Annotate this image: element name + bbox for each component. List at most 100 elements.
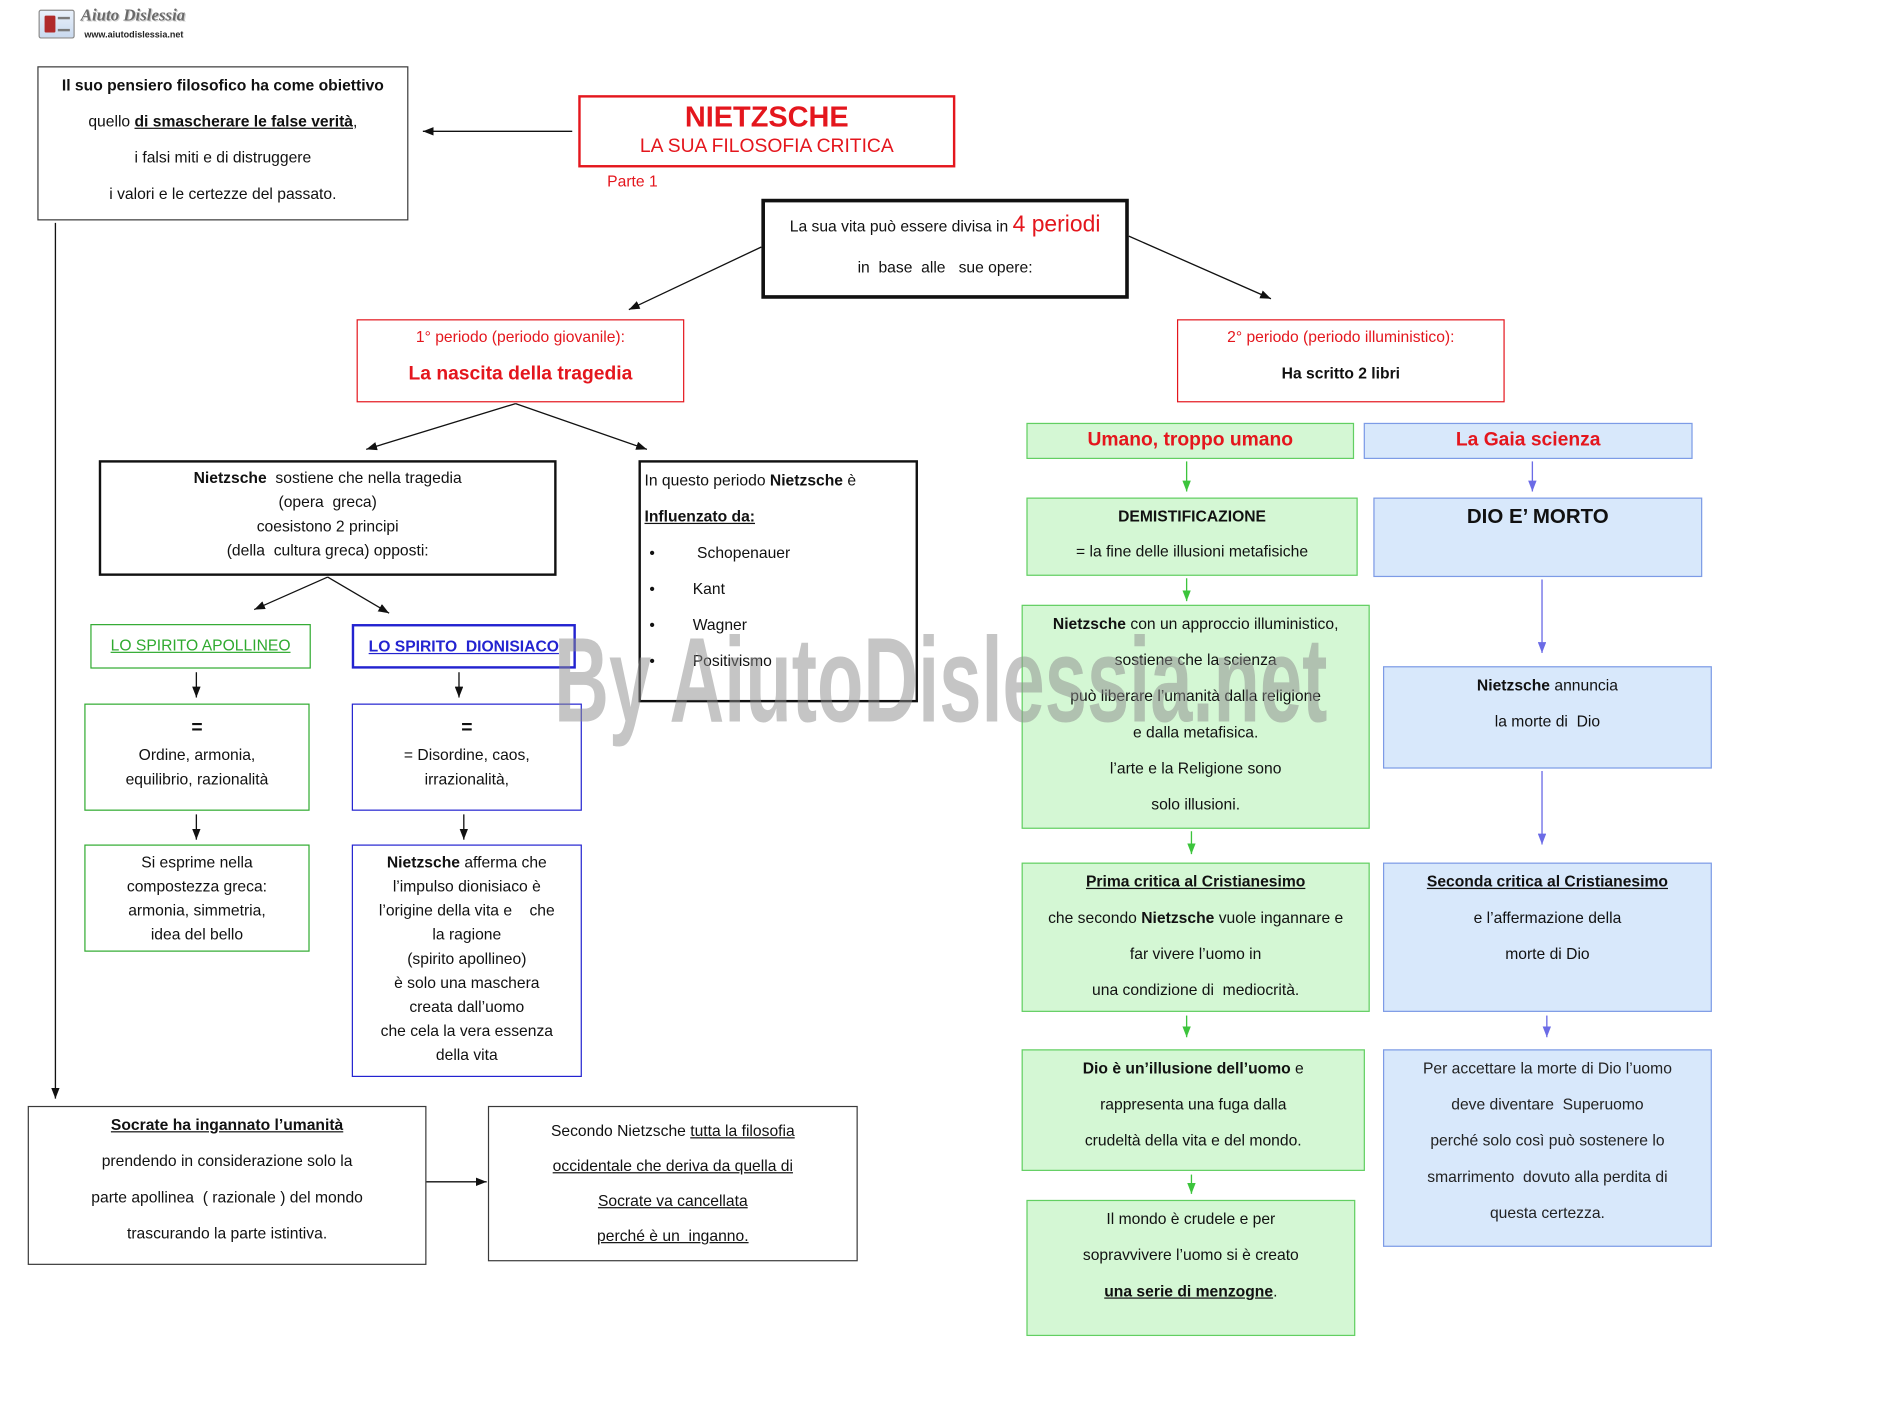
illusion-text: e	[1290, 1058, 1304, 1078]
bullet-icon	[645, 643, 693, 679]
western-line: occidentale che deriva da quella di	[552, 1156, 793, 1175]
death-title: DIO E’ MORTO	[1466, 504, 1609, 528]
apollineo-title: LO SPIRITO APOLLINEO	[110, 636, 291, 655]
western-box: Secondo Nietzsche tutta la filosofia occ…	[487, 1105, 858, 1262]
objective-line: Il suo pensiero filosofico ha come obiet…	[61, 75, 384, 94]
prima-critica-author: Nietzsche	[1141, 908, 1215, 927]
apollineo-description-box: = Ordine, armonia, equilibrio, razionali…	[84, 703, 310, 811]
demist-title: DEMISTIFICAZIONE	[1118, 507, 1267, 526]
seconda-critica-line: morte di Dio	[1505, 944, 1590, 963]
dionisiaco-claim-text: afferma che	[459, 852, 547, 871]
arrow-periods-to-period1	[628, 246, 762, 311]
illuminist-author: Nietzsche	[1052, 614, 1127, 633]
illuminist-line: Nietzsche con un approccio illuministico…	[1023, 606, 1369, 642]
objective-box: Il suo pensiero filosofico ha come obiet…	[37, 66, 409, 221]
title-box: NIETZSCHE LA SUA FILOSOFIA CRITICA	[578, 95, 956, 168]
socrate-box: Socrate ha ingannato l’umanità prendendo…	[27, 1105, 427, 1265]
tragedy-box: Nietzsche sostiene che nella tragedia (o…	[98, 460, 557, 576]
influences-text: è	[843, 471, 857, 490]
gaia-title: La Gaia scienza	[1455, 430, 1601, 451]
period1-box: 1° periodo (periodo giovanile): La nasci…	[356, 319, 685, 403]
bullet-icon	[645, 571, 693, 607]
apollineo-title-box: LO SPIRITO APOLLINEO	[90, 624, 311, 669]
western-line: perché è un inganno.	[597, 1226, 749, 1245]
influence-name: Kant	[692, 579, 725, 598]
influence-name: Positivismo	[692, 651, 772, 670]
influence-name: Schopenauer	[692, 543, 791, 562]
illusion-line: rappresenta una fuga dalla	[1100, 1095, 1287, 1114]
tragedy-line: coesistono 2 principi	[256, 516, 399, 535]
list-item: Wagner	[645, 607, 916, 643]
bullet-icon	[645, 607, 693, 643]
western-line: Secondo Nietzsche tutta la filosofia	[489, 1113, 856, 1148]
world-box: Il mondo è crudele e per sopravvivere l’…	[1026, 1199, 1356, 1337]
illuminist-line: solo illusioni.	[1151, 795, 1241, 814]
dionisiaco-claim-box: Nietzsche afferma che l’impulso dionisia…	[351, 844, 582, 1078]
world-line: Il mondo è crudele e per	[1106, 1209, 1276, 1228]
dionisiaco-claim-author: Nietzsche	[386, 852, 460, 871]
socrate-line: trascurando la parte istintiva.	[126, 1223, 328, 1243]
dionisiaco-claim-line: che cela la vera essenza	[380, 1021, 554, 1040]
arrow-tragedy-to-dionisiaco	[327, 576, 390, 614]
prima-critica-line: far vivere l’uomo in	[1129, 944, 1262, 963]
part-label: Parte 1	[607, 172, 658, 191]
illuminist-line: può liberare l’umanità dalla religione	[1070, 686, 1322, 705]
periods-count: 4 periodi	[1012, 212, 1101, 238]
list-item: Positivismo	[645, 643, 916, 679]
dionisiaco-title: LO SPIRITO DIONISIACO	[368, 637, 559, 656]
seconda-critica-box: Seconda critica al Cristianesimo e l’aff…	[1382, 862, 1712, 1012]
socrate-line: prendendo in considerazione solo la	[101, 1151, 353, 1170]
announce-author: Nietzsche	[1476, 675, 1551, 694]
dionisiaco-claim-line: l’impulso dionisiaco è	[392, 877, 541, 896]
arrow-tragedy-to-apollineo	[253, 576, 328, 611]
dionisiaco-claim-line: la ragione	[432, 925, 502, 944]
period1-heading: 1° periodo (periodo giovanile):	[415, 327, 625, 346]
tragedy-line: (opera greca)	[278, 492, 377, 511]
western-emphasis: tutta la filosofia	[690, 1121, 795, 1140]
influence-name: Wagner	[692, 615, 747, 634]
dionisiaco-claim-line: (spirito apollineo)	[407, 949, 527, 968]
demist-text: = la fine delle illusioni metafisiche	[1076, 542, 1309, 561]
umano-title-box: Umano, troppo umano	[1026, 422, 1355, 459]
apollineo-expression-line: Si esprime nella	[141, 852, 253, 871]
superman-line: smarrimento dovuto alla perdita di	[1427, 1167, 1668, 1186]
arrow-period1-to-influences	[515, 402, 648, 450]
illusion-line: Dio è un’illusione dell’uomo e	[1023, 1050, 1364, 1086]
gaia-title-box: La Gaia scienza	[1363, 422, 1693, 459]
periods-text: La sua vita può essere divisa in	[789, 216, 1013, 235]
tragedy-line: (della cultura greca) opposti:	[226, 540, 429, 559]
period2-title: Ha scritto 2 libri	[1281, 363, 1401, 382]
announce-box: Nietzsche annuncia la morte di Dio	[1382, 666, 1712, 769]
bullet-icon	[645, 535, 693, 571]
tragedy-author: Nietzsche	[193, 468, 267, 487]
dionisiaco-claim-line: della vita	[435, 1045, 498, 1064]
umano-title: Umano, troppo umano	[1087, 430, 1294, 451]
demist-box: DEMISTIFICAZIONE = la fine delle illusio…	[1026, 497, 1358, 576]
prima-critica-text: che secondo	[1048, 908, 1142, 927]
prima-critica-box: Prima critica al Cristianesimo che secon…	[1021, 862, 1370, 1012]
apollineo-expression-line: compostezza greca:	[126, 877, 268, 896]
arrow-periods-to-period2	[1128, 235, 1272, 300]
western-text: Secondo Nietzsche	[550, 1121, 691, 1140]
announce-line: Nietzsche annuncia	[1384, 667, 1710, 703]
influences-intro: In questo periodo Nietzsche è	[645, 463, 916, 499]
periods-line: in base alle sue opere:	[857, 257, 1033, 276]
apollineo-expression-box: Si esprime nella compostezza greca: armo…	[84, 844, 310, 952]
superman-box: Per accettare la morte di Dio l’uomo dev…	[1382, 1049, 1712, 1247]
list-item: Kant	[645, 571, 916, 607]
illuminist-line: e dalla metafisica.	[1132, 722, 1259, 741]
superman-line: questa certezza.	[1489, 1203, 1605, 1222]
dionisiaco-description-line: irrazionalità,	[424, 769, 510, 788]
illuminist-box: Nietzsche con un approccio illuministico…	[1021, 604, 1370, 829]
dionisiaco-title-box: LO SPIRITO DIONISIACO	[351, 624, 576, 669]
objective-line: i falsi miti e di distruggere	[134, 148, 312, 167]
logo: Aiuto Dislessia www.aiutodislessia.net	[38, 7, 196, 44]
period2-box: 2° periodo (periodo illuministico): Ha s…	[1176, 319, 1505, 403]
announce-text: annuncia	[1550, 675, 1618, 694]
prima-critica-line: che secondo Nietzsche vuole ingannare e	[1023, 900, 1369, 936]
world-text: .	[1273, 1281, 1278, 1300]
objective-line: quello di smascherare le false verità,	[39, 104, 408, 140]
logo-url: www.aiutodislessia.net	[84, 28, 184, 40]
death-box: DIO E’ MORTO	[1373, 497, 1703, 578]
